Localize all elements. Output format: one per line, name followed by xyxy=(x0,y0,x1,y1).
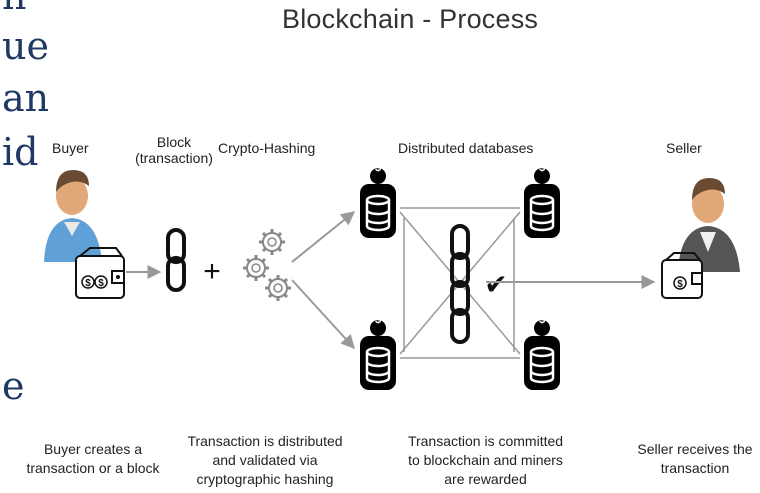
slide-text-fragment-4: id xyxy=(2,130,39,174)
database-bottom-left-icon: $ xyxy=(358,314,398,392)
distributed-databases-label: Distributed databases xyxy=(398,140,534,156)
plus-sign: + xyxy=(203,255,221,288)
slide-text-fragment-5: e xyxy=(2,364,25,408)
caption-buyer-creates: Buyer creates a transaction or a block xyxy=(26,441,160,476)
buyer-dollar-1: $ xyxy=(85,278,91,289)
seller-avatar-icon xyxy=(678,178,740,272)
diagram-title: Blockchain - Process xyxy=(282,4,539,34)
arrow-to-db-top xyxy=(291,211,356,263)
database-top-left-icon: $ xyxy=(358,162,398,240)
block-label: Block (transaction) xyxy=(135,134,213,166)
slide-text-fragment-2: ue xyxy=(2,24,49,68)
caption-transaction-distributed: Transaction is distributed and validated… xyxy=(187,433,343,487)
crypto-hashing-label: Crypto-Hashing xyxy=(218,140,316,156)
svg-text:$: $ xyxy=(539,162,545,174)
svg-text:$: $ xyxy=(375,162,381,174)
crypto-gears-icon xyxy=(241,227,293,303)
buyer-wallet-icon: $ $ xyxy=(75,247,125,299)
seller-label: Seller xyxy=(666,140,702,156)
svg-text:$: $ xyxy=(375,314,381,326)
seller-dollar: $ xyxy=(677,279,683,290)
check-icon: ✔ xyxy=(484,269,507,300)
database-top-right-icon: $ xyxy=(522,162,562,240)
block-chain-link-icon xyxy=(166,228,186,292)
buyer-label: Buyer xyxy=(52,140,89,156)
blockchain-chain-icon xyxy=(450,224,470,344)
database-bottom-right-icon: $ xyxy=(522,314,562,392)
seller-wallet-icon: $ xyxy=(661,252,703,299)
arrow-to-db-bottom xyxy=(291,279,355,350)
slide-text-fragment-3: an xyxy=(2,76,50,120)
caption-transaction-committed: Transaction is committed to blockchain a… xyxy=(407,433,564,487)
slide-text-fragment-1: n xyxy=(2,0,26,18)
caption-seller-receives: Seller receives the transaction xyxy=(637,441,753,476)
svg-text:$: $ xyxy=(539,314,545,326)
buyer-dollar-2: $ xyxy=(98,278,104,289)
